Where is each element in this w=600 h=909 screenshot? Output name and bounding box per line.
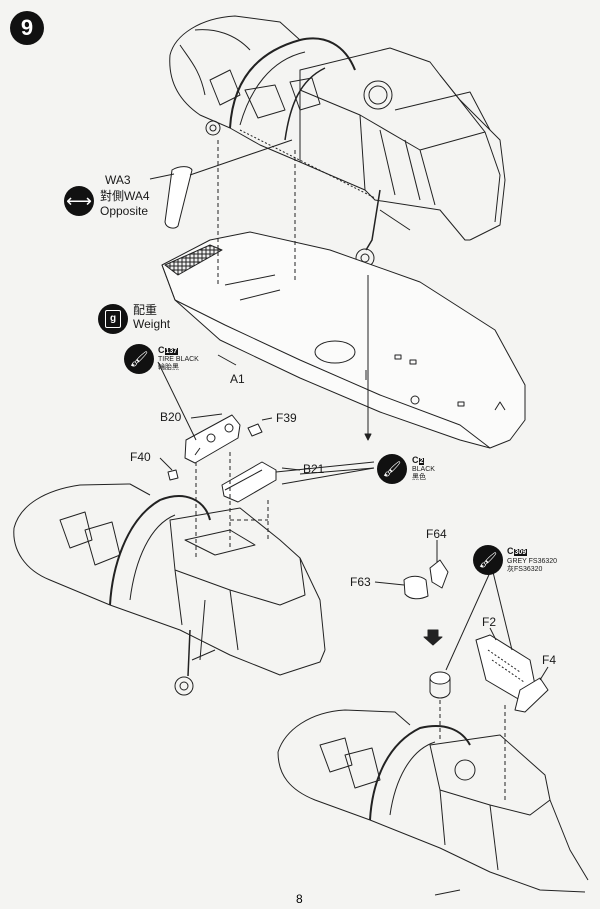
page-number: 8 <box>296 892 303 906</box>
b21-part <box>221 461 277 503</box>
f64-label: F64 <box>426 527 447 541</box>
tire-paint-number: 137 <box>164 348 179 355</box>
wa3-part <box>164 166 193 229</box>
b20-label: B20 <box>160 410 182 424</box>
f40-label: F40 <box>130 450 151 464</box>
black-paint-name: BLACK <box>412 466 435 473</box>
black-paint-letter: C <box>412 455 419 465</box>
black-paint-name-cn: 黑色 <box>412 474 426 481</box>
grey-paint-number: 309 <box>513 549 528 556</box>
paint-brush-icon: 🖌 <box>473 545 503 575</box>
b21-label: B21 <box>303 462 325 476</box>
f4-part <box>514 677 549 713</box>
b20-part <box>184 414 241 464</box>
grey-paint-letter: C <box>507 546 514 556</box>
grey-paint-code: C309 <box>507 546 528 556</box>
grey-paint-name-cn: 灰FS36320 <box>507 566 543 573</box>
tire-paint-name-cn: 輪胎黑 <box>158 364 179 371</box>
down-arrow-icon <box>423 629 443 646</box>
tire-paint-name: TIRE BLACK <box>158 356 199 363</box>
f39-part <box>247 423 263 437</box>
black-paint-code: C2 <box>412 455 425 465</box>
upper-fuselage-drawing <box>169 15 506 268</box>
a1-label: A1 <box>230 372 245 386</box>
step-number-badge: 9 <box>10 11 44 45</box>
f64-part <box>429 559 449 589</box>
tire-paint-letter: C <box>158 345 165 355</box>
f40-part <box>167 469 179 481</box>
paint-brush-icon: 🖌 <box>377 454 407 484</box>
weight-glyph: g <box>105 310 121 328</box>
weight-en-label: Weight <box>133 317 171 331</box>
black-paint-number: 2 <box>418 458 425 465</box>
f2-label: F2 <box>482 615 497 629</box>
weight-cn-label: 配重 <box>133 303 158 317</box>
floor-pan-a1 <box>161 231 526 449</box>
wa4-label: 對側WA4 <box>100 189 150 203</box>
cylinder-part <box>429 671 451 699</box>
f4-label: F4 <box>542 653 557 667</box>
paint-brush-icon: 🖌 <box>124 344 154 374</box>
double-arrow-icon: ⟷ <box>64 186 94 216</box>
f63-part <box>403 575 429 600</box>
middle-fuselage-drawing <box>13 483 326 696</box>
lower-fuselage-drawing <box>277 709 589 896</box>
f39-label: F39 <box>276 411 297 425</box>
tire-paint-code: C137 <box>158 345 179 355</box>
weight-icon: g <box>98 304 128 334</box>
f63-label: F63 <box>350 575 371 589</box>
grey-paint-name: GREY FS36320 <box>507 558 558 565</box>
wa3-label: WA3 <box>105 173 131 187</box>
opposite-label: Opposite <box>100 204 149 218</box>
